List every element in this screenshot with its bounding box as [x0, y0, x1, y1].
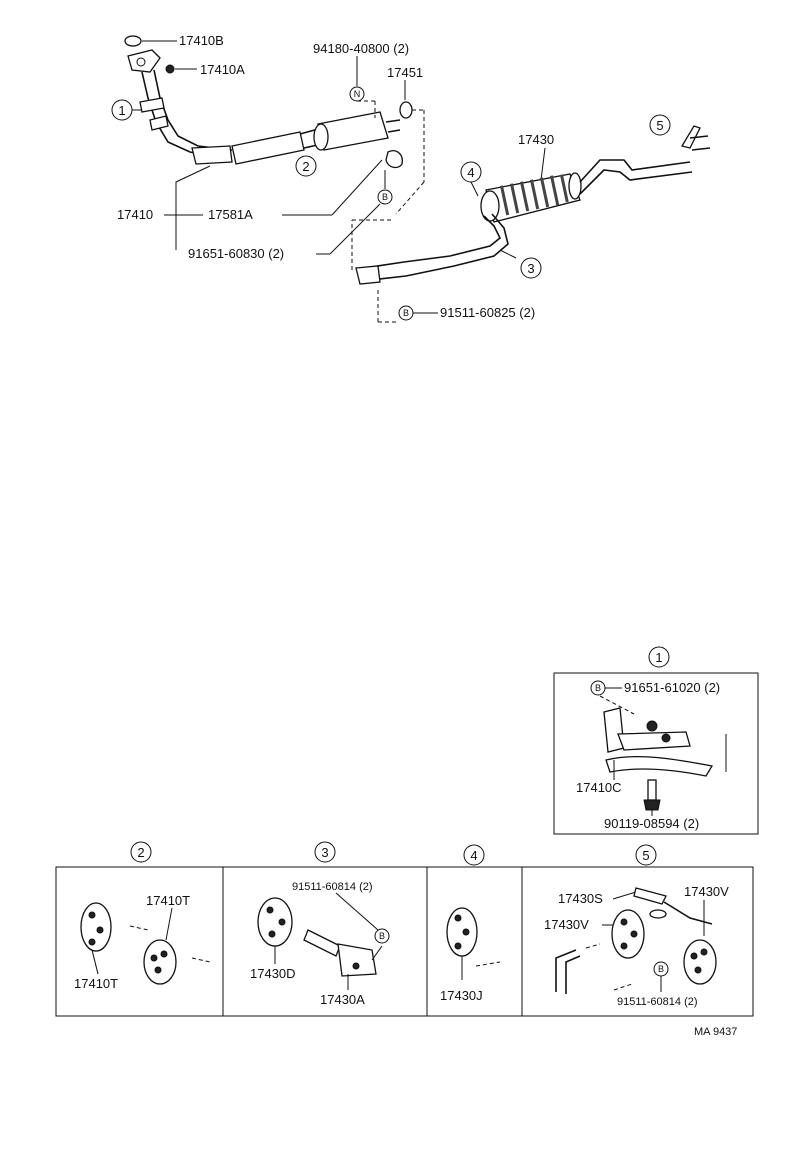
- hanger-17430D-part: [257, 897, 293, 947]
- label-17430J: 17430J: [440, 988, 483, 1003]
- bracket-17410C-part: [603, 707, 727, 777]
- panel-2: 2 17410T 17410T: [74, 841, 211, 991]
- label-17430D: 17430D: [250, 966, 296, 981]
- symbol-b-icon: B: [374, 928, 390, 944]
- label-17430V-left: 17430V: [544, 917, 589, 932]
- panel-3-number: 3: [314, 841, 336, 863]
- label-17410T-top: 17410T: [146, 893, 190, 908]
- label-17430V-right: 17430V: [684, 884, 729, 899]
- label-17430: 17430: [518, 132, 554, 147]
- main-muffler-17430-part: [480, 125, 711, 223]
- label-90119-08594: 90119-08594 (2): [604, 816, 699, 831]
- panel-5-number: 5: [635, 844, 657, 866]
- front-pipe-17410-part: [127, 49, 233, 165]
- svg-text:3: 3: [321, 845, 328, 860]
- svg-text:B: B: [382, 192, 388, 202]
- symbol-b-icon: B: [377, 189, 393, 205]
- callout-2: 2: [295, 155, 317, 177]
- svg-text:1: 1: [118, 103, 125, 118]
- gasket-17410B-part: [124, 35, 142, 47]
- label-17451: 17451: [387, 65, 423, 80]
- callout-3: 3: [520, 257, 542, 279]
- label-17581A: 17581A: [208, 207, 253, 222]
- hanger-17410T-part: [80, 902, 112, 952]
- svg-text:B: B: [658, 964, 664, 974]
- detail-1-number: 1: [648, 646, 670, 668]
- callout-1: 1: [111, 99, 133, 121]
- svg-text:5: 5: [642, 848, 649, 863]
- tail-pipe-part: [355, 213, 517, 285]
- symbol-b-icon: B: [398, 305, 414, 321]
- svg-text:B: B: [595, 683, 601, 693]
- svg-text:4: 4: [470, 848, 477, 863]
- label-17430S: 17430S: [558, 891, 603, 906]
- detail-1-panel: 1 B 91651-61020 (2) 17410C 90119-08594 (…: [553, 646, 759, 835]
- svg-text:3: 3: [527, 261, 534, 276]
- label-17410T-bottom: 17410T: [74, 976, 118, 991]
- label-17410B: 17410B: [179, 33, 224, 48]
- label-17410C: 17410C: [576, 780, 622, 795]
- main-exhaust-assembly: 17410B 17410A 1: [111, 33, 711, 323]
- symbol-b-icon: B: [590, 680, 606, 696]
- hanger-17430V-part: [683, 939, 717, 985]
- svg-text:5: 5: [656, 118, 663, 133]
- label-17410: 17410: [117, 207, 153, 222]
- label-91651-60830: 91651-60830 (2): [188, 246, 284, 261]
- label-91511-60825: 91511-60825 (2): [440, 305, 535, 320]
- bolt-90119-part: [643, 779, 661, 811]
- hanger-17410T-part: [143, 939, 177, 985]
- panel-5: 5 17430S 17430V 17430V: [544, 844, 729, 1008]
- svg-text:1: 1: [655, 650, 662, 665]
- panel-2-number: 2: [130, 841, 152, 863]
- sub-muffler-17581A-part: [313, 111, 403, 169]
- label-91511-60814-p3: 91511-60814 (2): [292, 881, 373, 893]
- panel-4: 4 17430J: [440, 844, 501, 1003]
- diagram-code: MA 9437: [694, 1026, 737, 1038]
- label-91651-61020: 91651-61020 (2): [624, 680, 720, 695]
- hanger-17430J-part: [446, 907, 478, 957]
- bracket-17430A-part: [303, 929, 383, 977]
- svg-text:B: B: [403, 308, 409, 318]
- gasket-17451-part: [399, 101, 413, 119]
- label-17410A: 17410A: [200, 62, 245, 77]
- nut-17410A-part: [165, 64, 175, 74]
- panel-3: 3 91511-60814 (2) B 17430D: [250, 841, 390, 1007]
- label-17430A: 17430A: [320, 992, 365, 1007]
- callout-5: 5: [649, 114, 671, 136]
- label-91511-60814-p5: 91511-60814 (2): [617, 996, 698, 1008]
- symbol-b-icon: B: [653, 961, 669, 977]
- callout-4: 4: [460, 161, 482, 183]
- panel-4-number: 4: [463, 844, 485, 866]
- svg-text:N: N: [354, 89, 361, 99]
- hanger-17430V-part: [611, 909, 645, 959]
- svg-text:2: 2: [302, 159, 309, 174]
- bottom-panels: 2 17410T 17410T: [55, 841, 754, 1017]
- svg-text:2: 2: [137, 845, 144, 860]
- label-94180-40800: 94180-40800 (2): [313, 41, 409, 56]
- svg-text:4: 4: [467, 165, 474, 180]
- bracket-17430S-part: [633, 887, 713, 925]
- symbol-n-icon: N: [349, 86, 365, 102]
- svg-text:B: B: [379, 931, 385, 941]
